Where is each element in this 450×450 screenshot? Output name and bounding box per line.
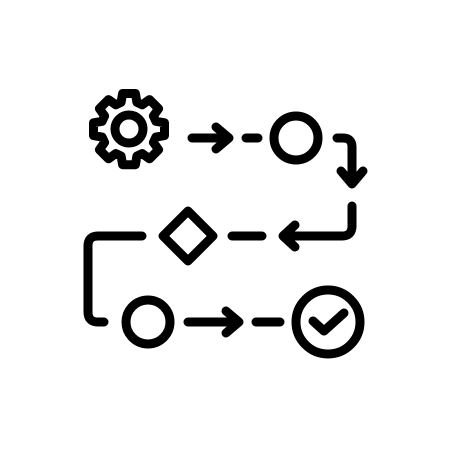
arrow-right-icon	[183, 306, 244, 338]
arrow-left-icon	[278, 220, 357, 252]
arrow-right-icon	[187, 122, 234, 154]
connector-loop	[83, 231, 147, 327]
arrow-down-icon	[332, 133, 368, 189]
check-circle-icon	[291, 285, 365, 359]
circle-node-icon	[121, 295, 175, 349]
diamond-decision-icon	[158, 206, 218, 266]
gear-icon	[89, 89, 169, 170]
circle-node-icon	[269, 111, 323, 165]
